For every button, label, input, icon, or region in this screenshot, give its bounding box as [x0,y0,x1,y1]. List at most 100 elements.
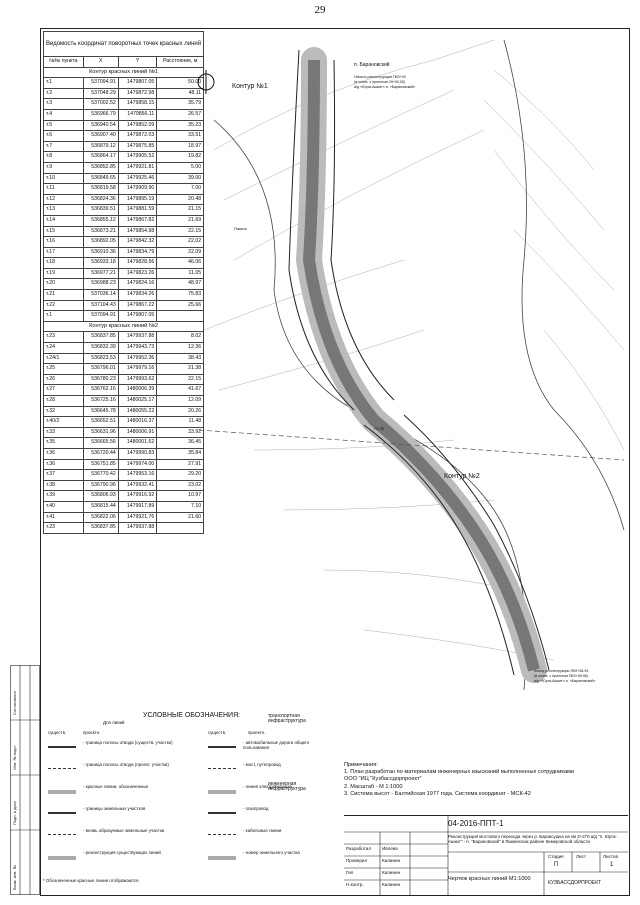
ruler-start-road: а/д «Юрга-Ашкит»-п. «Барановский» [354,85,415,89]
table-cell: 536988.23 [82,278,119,291]
table-cell: 1479881.59 [117,204,158,216]
table-cell: 536824.36 [82,193,119,206]
ruler-start-label: Начало реконструкции ПК0+00 [354,75,406,79]
table-cell: т.36 [43,458,84,471]
table-cell: 536725.16 [82,395,119,407]
table-cell: 48.97 [156,278,205,291]
table-cell: 1479943.73 [117,342,158,354]
table-cell: 1479834.26 [117,289,158,301]
plot-label: Пашня [234,226,247,231]
coords-title: Ведомость координат поворотных точек кра… [42,31,205,57]
table-cell: 12.09 [156,395,205,407]
legend-item-label: - граница полосы отвода (проект. участки… [83,762,169,767]
table-cell: 1480006.39 [117,384,158,396]
table-cell: 536849.65 [82,172,119,185]
legend-col-head-3: существ. [208,730,227,735]
table-cell: 1479895.19 [117,193,158,206]
legend-swatch [208,806,236,814]
table-cell: 536720.44 [82,447,119,460]
table-cell: 25.66 [156,299,205,312]
table-cell: 536852.85 [82,161,119,174]
side-cell-3: Подп. и дата [12,801,17,825]
site-plan-map: Контур №1 Контур №2 п. Барановский Начал… [197,39,625,691]
table-cell: т.24 [43,342,84,354]
ruler-end-coords: (в соотв. с проектом ПК3+48.98) [534,674,588,678]
table-cell: 1479828.56 [117,257,158,269]
table-cell: 536790.96 [82,479,119,492]
table-cell: 1479834.79 [117,246,158,259]
table-cell: 1480016.37 [117,416,158,428]
side-stamp: Согласовано Инв. № подл. Подп. и дата Вз… [10,665,40,895]
table-cell: 536892.05 [82,236,119,248]
table-cell: 1479921.81 [117,161,158,174]
table-cell: 536873.21 [82,225,119,238]
table-cell: 1479867.22 [117,299,158,312]
table-cell: 23.02 [156,479,205,492]
table-cell: т.21 [43,289,84,301]
table-cell: 36.45 [156,437,205,449]
mark-label: ГЗ 30 [374,426,385,431]
table-cell: 536806.93 [82,490,119,502]
table-cell: 537048.29 [82,87,119,100]
table-cell: 536645.78 [82,405,119,418]
side-cell-1: Согласовано [12,690,17,715]
legend-col-head-1: существ. [48,730,67,735]
table-cell: т.19 [43,267,84,280]
organization: КУЗБАССДОРПРОЕКТ [548,880,602,886]
table-cell: 536837.85 [82,331,119,344]
table-cell: т.17 [43,246,84,259]
table-cell: 536822.06 [82,511,119,524]
legend-item-label: - красные линии, обозначенные [83,784,149,789]
table-cell: 1479937.88 [117,331,158,344]
table-cell: 536652.51 [82,416,119,428]
table-cell: 536631.96 [82,426,119,439]
legend-subtitle-utility: инженерная инфраструктура [268,781,306,792]
stamp-role: Н.контр. [346,882,364,887]
table-cell: 1479854.98 [117,225,158,238]
legend-swatch [208,762,236,769]
table-cell: 1479824.16 [117,278,158,291]
table-cell: 536815.44 [82,500,119,513]
table-cell: 1479905.52 [117,151,158,163]
stage-label: Стадия [548,854,564,859]
legend-item-label: - граница полосы отвода (существ. участк… [83,740,173,745]
title-block: 04-2016-ППТ-1 Реконструкция мостового пе… [344,815,628,896]
table-cell: 75.83 [156,289,205,301]
red-line-contour2 [363,414,550,676]
notes-line-2: ООО "ИЦ "Кузбассдорпроект" [344,776,422,783]
title-block-grid [344,816,628,896]
table-cell: т.2 [43,87,84,100]
table-cell: 1480006.91 [117,426,158,439]
table-cell: 536819.58 [82,183,119,195]
legend-swatch [208,740,236,748]
legend-item-label: - мост, путепровод [243,762,281,767]
road-carriageway [302,59,540,672]
stamp-role: Проверил [346,858,368,863]
compass-icon [197,70,215,94]
ruler-end-label: Конец реконструкции ПК5+56.94 [534,669,588,673]
table-cell: 1479979.16 [117,363,158,375]
table-cell: т.1 [43,310,84,322]
table-cell: 536823.53 [82,352,119,365]
table-cell: 1479807.05 [117,77,158,89]
table-cell: 11.48 [156,416,205,428]
table-cell: 537094.91 [82,310,119,322]
table-cell: 536751.85 [82,458,119,471]
table-cell: 536839.51 [82,204,119,216]
stage-value: П [554,862,559,868]
utility-line [198,429,625,461]
table-cell: 536837.85 [82,522,119,534]
